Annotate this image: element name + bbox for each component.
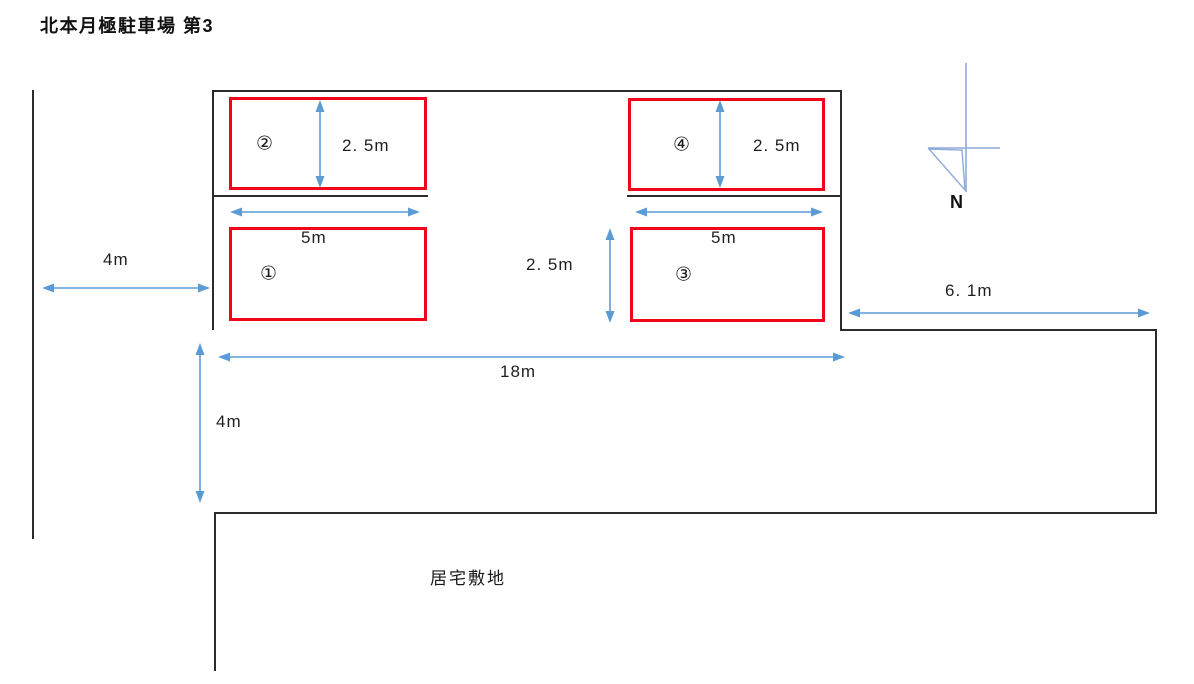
stall-number-4: ④ xyxy=(673,134,691,155)
stall-divider-left-line xyxy=(212,195,428,197)
parking-area-top-line xyxy=(212,90,842,92)
frontage-label: 18m xyxy=(500,362,537,381)
parking-stall-3: ③ xyxy=(630,227,825,322)
stall2-width-label: 2. 5m xyxy=(342,136,390,155)
dim-arrow-stall2-width xyxy=(315,100,325,188)
south-gap-label: 4m xyxy=(216,412,242,431)
parking-stall-4: ④ xyxy=(628,98,825,191)
east-gap-label: 6. 1m xyxy=(945,281,993,300)
dim-arrow-frontage xyxy=(218,352,845,362)
parking-area-left-line xyxy=(212,90,214,330)
parking-stall-1: ① xyxy=(229,227,427,321)
east-area-top-line xyxy=(840,329,1157,331)
diagram-title: 北本月極駐車場 第3 xyxy=(40,16,215,36)
residence-left-line xyxy=(214,512,216,671)
west-gap-label: 4m xyxy=(103,250,129,269)
north-label: N xyxy=(950,192,963,212)
stall-number-2: ② xyxy=(256,133,274,154)
stall-number-3: ③ xyxy=(675,264,693,285)
north-compass-icon xyxy=(927,63,1000,193)
dim-arrow-east-gap xyxy=(848,308,1150,318)
dim-arrow-west-gap xyxy=(42,283,210,293)
stall-length-left-label: 5m xyxy=(301,228,327,247)
dim-arrow-stall-length-left xyxy=(230,207,420,217)
dim-arrow-south-gap xyxy=(195,343,205,503)
dim-arrow-stall-length-right xyxy=(635,207,823,217)
stall3-width-label: 2. 5m xyxy=(526,255,574,274)
parking-area-right-line xyxy=(840,90,842,330)
stall-divider-right-line xyxy=(627,195,842,197)
dim-arrow-stall4-width xyxy=(715,100,725,188)
stall-number-1: ① xyxy=(260,263,278,285)
stall-length-right-label: 5m xyxy=(711,228,737,247)
stall4-width-label: 2. 5m xyxy=(753,136,801,155)
dim-arrow-stall3-width xyxy=(605,228,615,323)
residence-site-label: 居宅敷地 xyxy=(430,569,506,588)
road-boundary-line xyxy=(32,90,34,539)
property-right-line xyxy=(1155,329,1157,514)
residence-top-line xyxy=(214,512,1157,514)
parking-stall-2: ② xyxy=(229,97,427,190)
